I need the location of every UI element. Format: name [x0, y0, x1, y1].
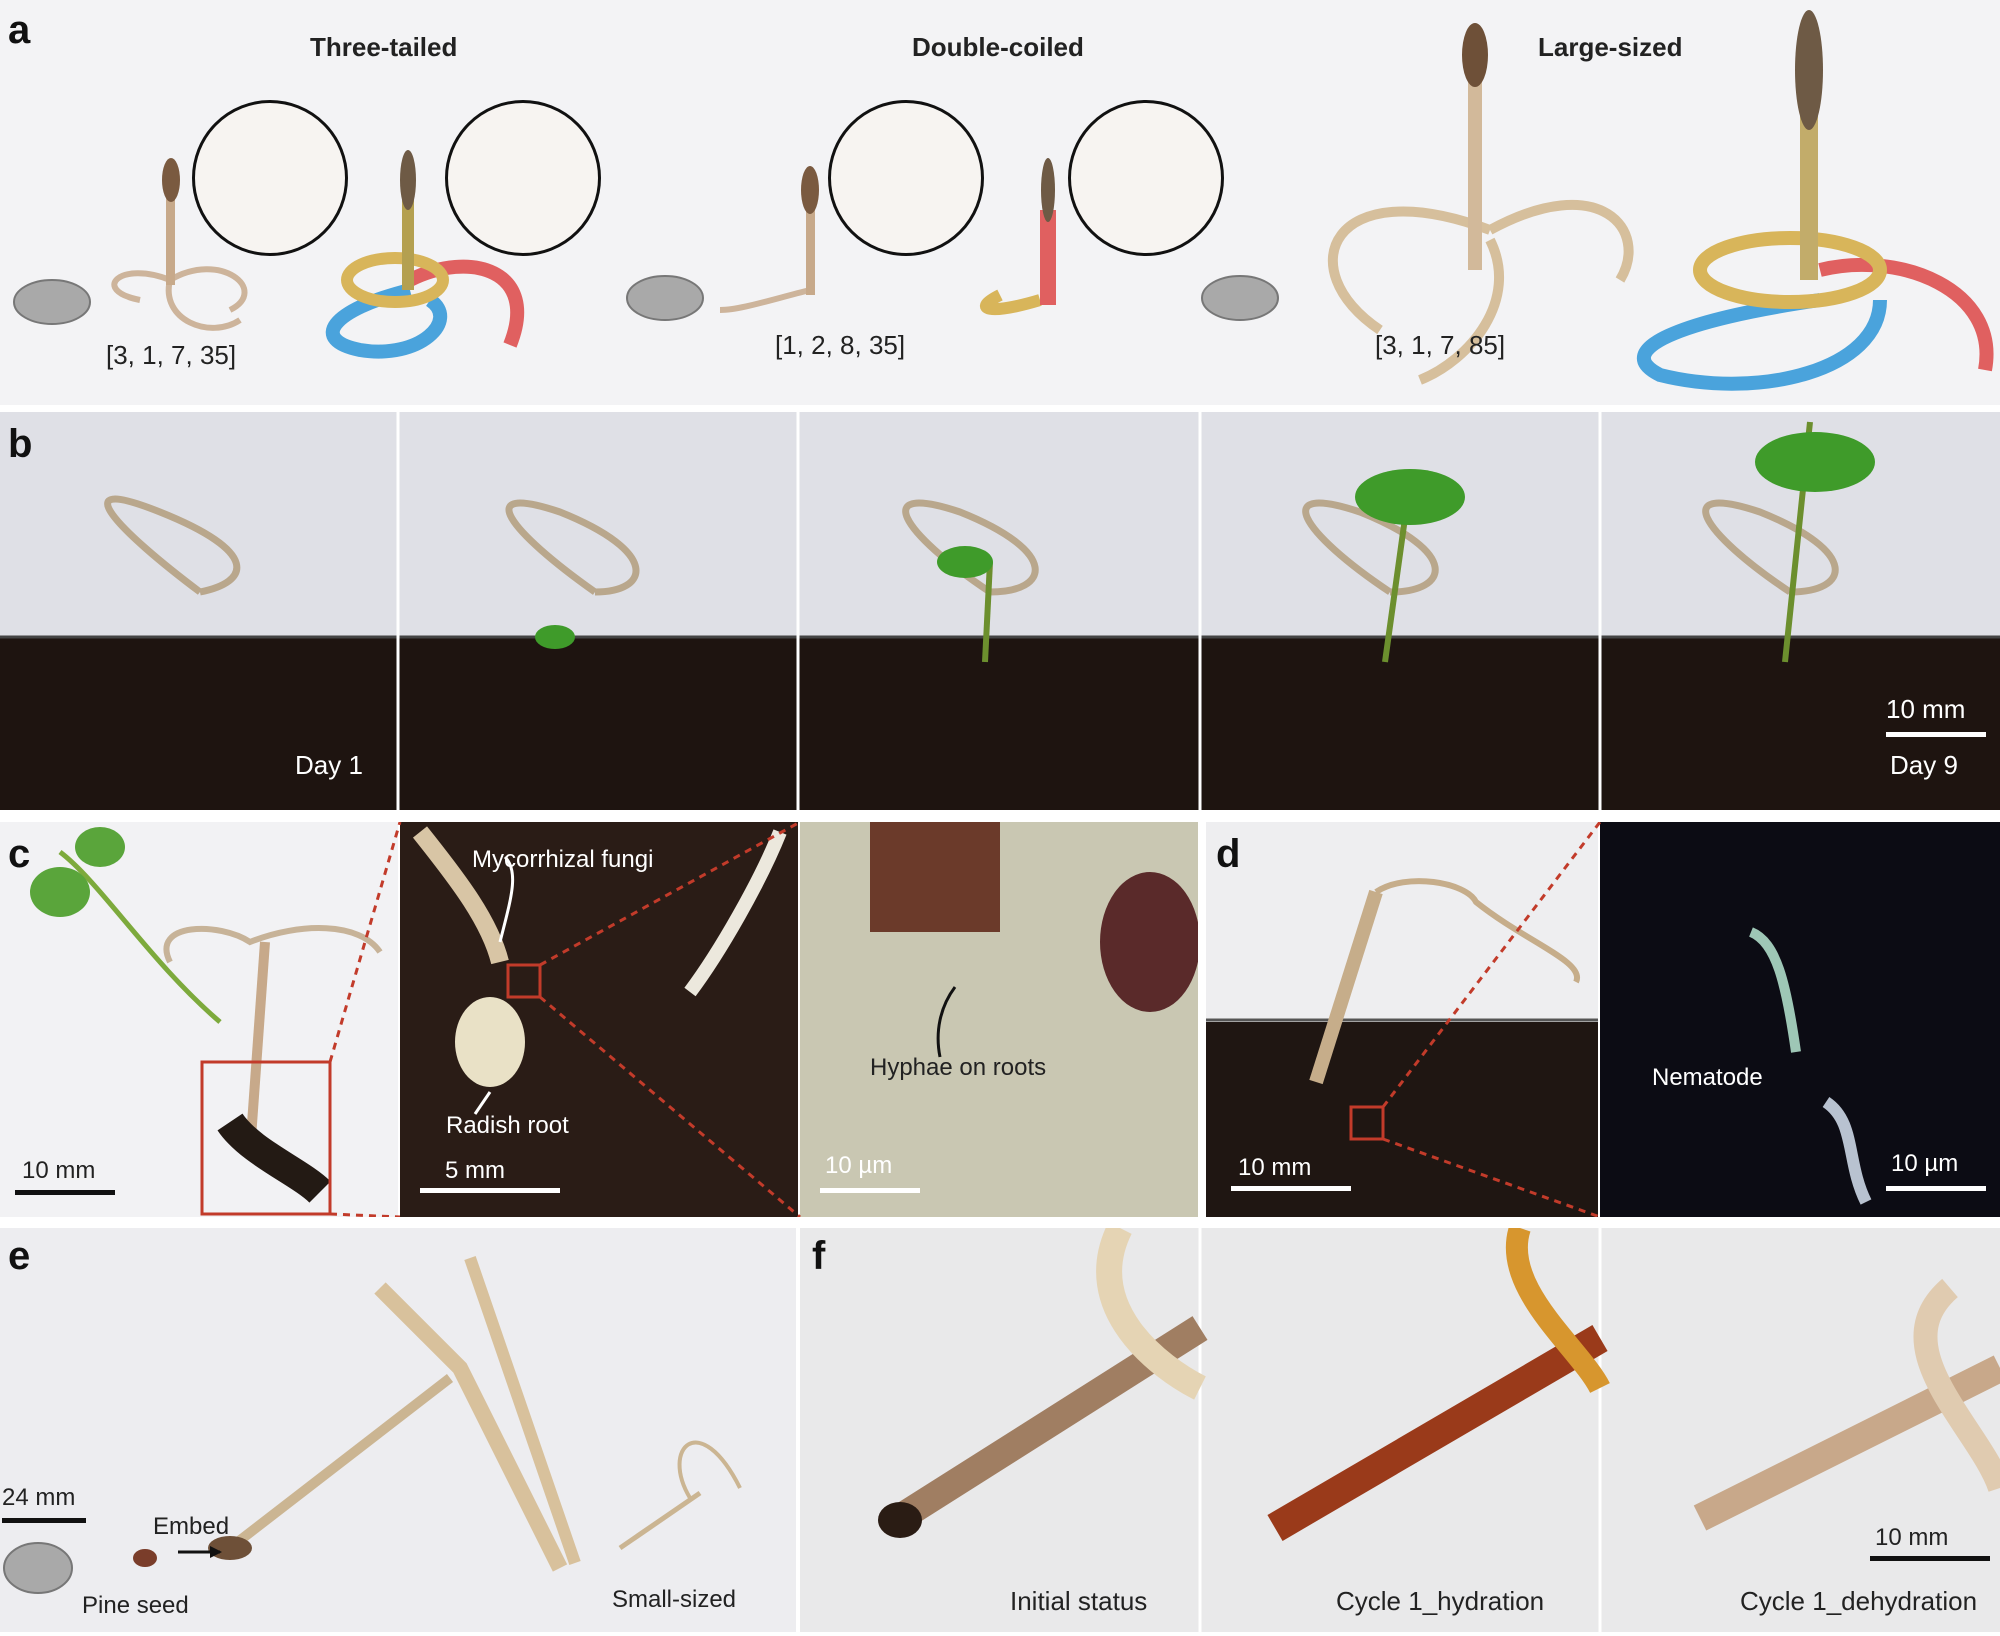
- group-title-double-coiled: Double-coiled: [912, 32, 1084, 62]
- panel-c: c 10 mm Mycorrhizal fungi Radish root 5 …: [0, 822, 1198, 1217]
- panel-b-time-lapse: [0, 412, 2000, 810]
- panel-b-scale-label: 10 mm: [1886, 694, 1966, 724]
- params-three-tailed: [3, 1, 7, 35]: [106, 340, 237, 370]
- panel-c-microscopy: [0, 822, 1198, 1217]
- group-title-three-tailed: Three-tailed: [310, 32, 458, 62]
- panel-label-c: c: [8, 832, 31, 876]
- group-title-large-sized: Large-sized: [1538, 32, 1683, 62]
- zoom-circle-double-coiled-model: [1068, 100, 1224, 256]
- label-hyphae-on-roots: Hyphae on roots: [870, 1054, 1047, 1081]
- params-large-sized: [3, 1, 7, 85]: [1375, 330, 1506, 360]
- frame-label-hydration: Cycle 1_hydration: [1336, 1586, 1545, 1616]
- label-nematode: Nematode: [1652, 1064, 1763, 1091]
- frame-label-initial: Initial status: [1010, 1586, 1148, 1616]
- panel-d-scale1-label: 10 mm: [1238, 1154, 1312, 1181]
- frame-label-dehydration: Cycle 1_dehydration: [1740, 1586, 1978, 1616]
- panel-e-scale-bar: [2, 1518, 86, 1523]
- panel-f-time-lapse: [878, 1228, 2000, 1632]
- panel-label-e: e: [8, 1234, 31, 1278]
- panel-label-d: d: [1216, 832, 1241, 876]
- label-pine-seed: Pine seed: [82, 1592, 189, 1619]
- panel-f: f Initial status Cycle 1_hydration Cycle…: [800, 1228, 2000, 1632]
- panel-a: a Three-tailed Double-coiled Large-sized: [0, 0, 2000, 405]
- label-small-sized: Small-sized: [612, 1586, 737, 1613]
- panel-c-scale1-bar: [15, 1190, 115, 1195]
- panel-c-scale3-label: 10 µm: [825, 1152, 893, 1179]
- panel-d: d 10 mm Nematode 10 µm: [1206, 822, 2000, 1217]
- label-embed: Embed: [153, 1513, 230, 1540]
- params-double-coiled: [1, 2, 8, 35]: [775, 330, 906, 360]
- panel-f-scale-label: 10 mm: [1875, 1524, 1949, 1551]
- zoom-circle-three-tailed-real: [192, 100, 348, 256]
- panel-e-scale-label: 24 mm: [2, 1484, 76, 1511]
- panel-c-scale2-label: 5 mm: [445, 1157, 505, 1184]
- panel-c-scale1-label: 10 mm: [22, 1157, 96, 1184]
- day-end-label: Day 9: [1890, 750, 1958, 780]
- panel-b: b Day 1 Day 9 10 mm: [0, 412, 2000, 810]
- day-start-label: Day 1: [295, 750, 363, 780]
- panel-c-scale3-bar: [820, 1188, 920, 1193]
- panel-label-b: b: [8, 422, 33, 466]
- panel-a-illustrations: [13, 10, 1994, 391]
- panel-c-scale2-bar: [420, 1188, 560, 1193]
- panel-label-f: f: [812, 1234, 826, 1278]
- label-radish-root: Radish root: [446, 1112, 569, 1139]
- label-mycorrhizal-fungi: Mycorrhizal fungi: [472, 846, 654, 873]
- panel-d-scale2-label: 10 µm: [1891, 1150, 1959, 1177]
- panel-f-scale-bar: [1870, 1556, 1990, 1561]
- panel-d-scale2-bar: [1886, 1186, 1986, 1191]
- zoom-circle-double-coiled-real: [828, 100, 984, 256]
- panel-e-photo: [3, 1256, 742, 1594]
- zoom-circle-three-tailed-model: [445, 100, 601, 256]
- panel-d-microscopy: [1206, 822, 2000, 1217]
- panel-b-scale-bar: [1886, 732, 1986, 737]
- panel-label-a: a: [8, 8, 31, 52]
- panel-e: e 24 mm Embed Pine seed Small-sized: [0, 1228, 796, 1632]
- panel-d-scale1-bar: [1231, 1186, 1351, 1191]
